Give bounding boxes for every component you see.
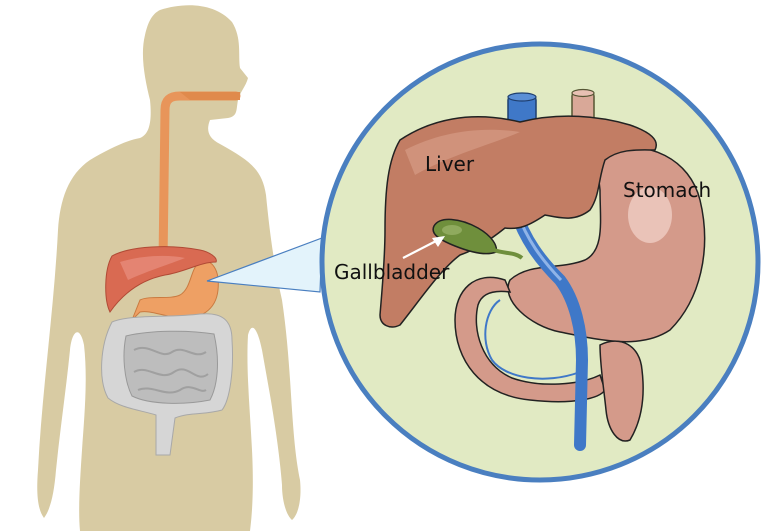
small-stomach (131, 260, 219, 321)
pancreas-tail (599, 340, 644, 442)
duodenum-vessel (484, 299, 581, 380)
gallbladder-label: Gallbladder (334, 260, 450, 284)
liver-highlight (405, 129, 520, 175)
stomach-highlight (628, 187, 672, 243)
liver-label: Liver (425, 152, 475, 176)
stomach-label: Stomach (623, 178, 712, 202)
bile-duct (493, 248, 524, 260)
mouth-tube (180, 92, 240, 100)
vena-cava-opening (507, 92, 537, 102)
gallbladder-highlight (442, 225, 462, 235)
aorta-opening (571, 88, 595, 98)
large-liver (379, 115, 657, 328)
esophagus (158, 91, 241, 267)
intestines (101, 313, 233, 456)
gallbladder-arrow (402, 236, 445, 259)
small-liver-highlight (120, 255, 185, 280)
